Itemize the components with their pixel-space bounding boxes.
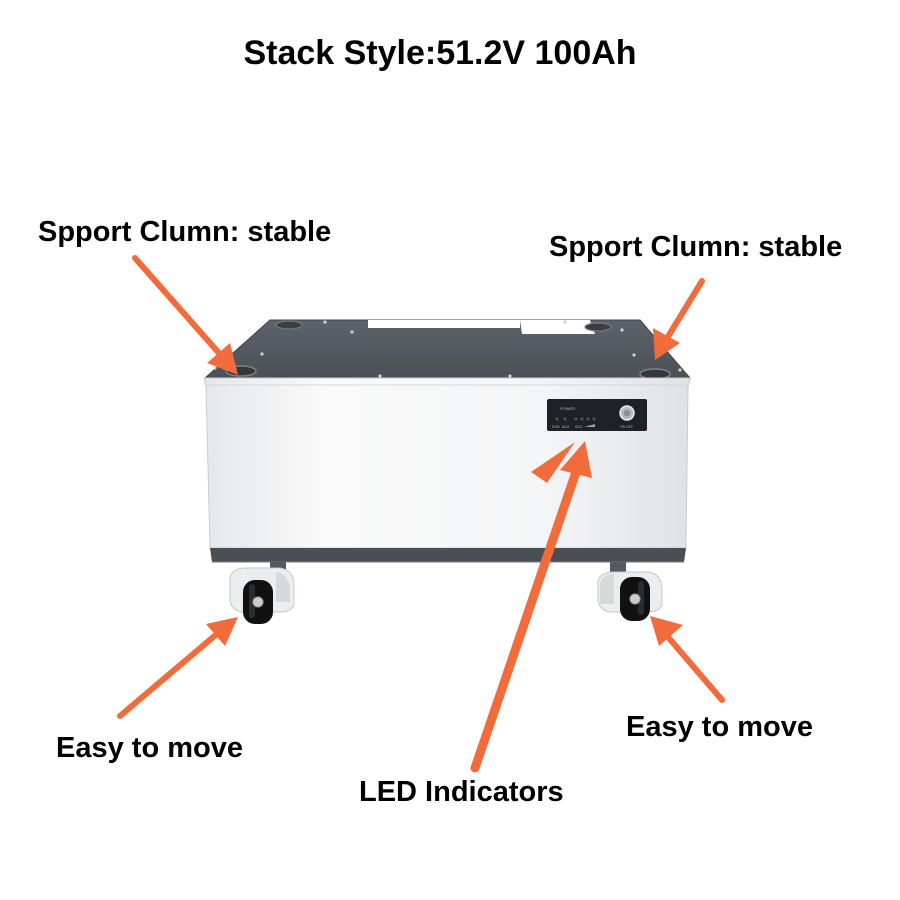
soc-text: SOC	[575, 425, 583, 429]
easy-move-label-right: Easy to move	[626, 711, 813, 743]
switch-text: ON OFF	[620, 425, 633, 429]
arrow-move-left	[117, 617, 238, 719]
page-title: Stack Style:51.2V 100Ah	[243, 34, 637, 72]
base-band	[210, 548, 686, 562]
arrow-move-right	[650, 616, 725, 703]
top-surface	[203, 319, 692, 379]
soc-bar-icon	[584, 424, 595, 427]
led-indicator-row	[555, 417, 596, 421]
led-indicators-label: LED Indicators	[359, 776, 564, 808]
top-notch-right	[520, 320, 595, 334]
easy-move-label-left: Easy to move	[56, 732, 243, 764]
support-column-socket-back-left	[275, 320, 303, 330]
power-switch-icon	[619, 405, 635, 421]
top-notch-left	[368, 320, 520, 328]
support-column-label-right: Spport Clumn: stable	[549, 231, 843, 263]
caster-wheel-left	[229, 562, 295, 624]
arrow-support-right	[653, 278, 705, 360]
support-column-label-left: Spport Clumn: stable	[38, 216, 332, 248]
top-screws	[213, 320, 682, 378]
alm-text: ALM	[562, 425, 569, 429]
power-text: POWER	[560, 406, 575, 411]
caster-wheel-right	[597, 562, 663, 621]
support-column-socket-back-right	[584, 322, 612, 332]
arrow-support-left	[132, 255, 238, 375]
run-text: RUN	[552, 425, 560, 429]
control-panel: POWER RUN ALM SOC ON OFF	[547, 399, 647, 431]
arrow-led-indicators	[470, 441, 592, 773]
